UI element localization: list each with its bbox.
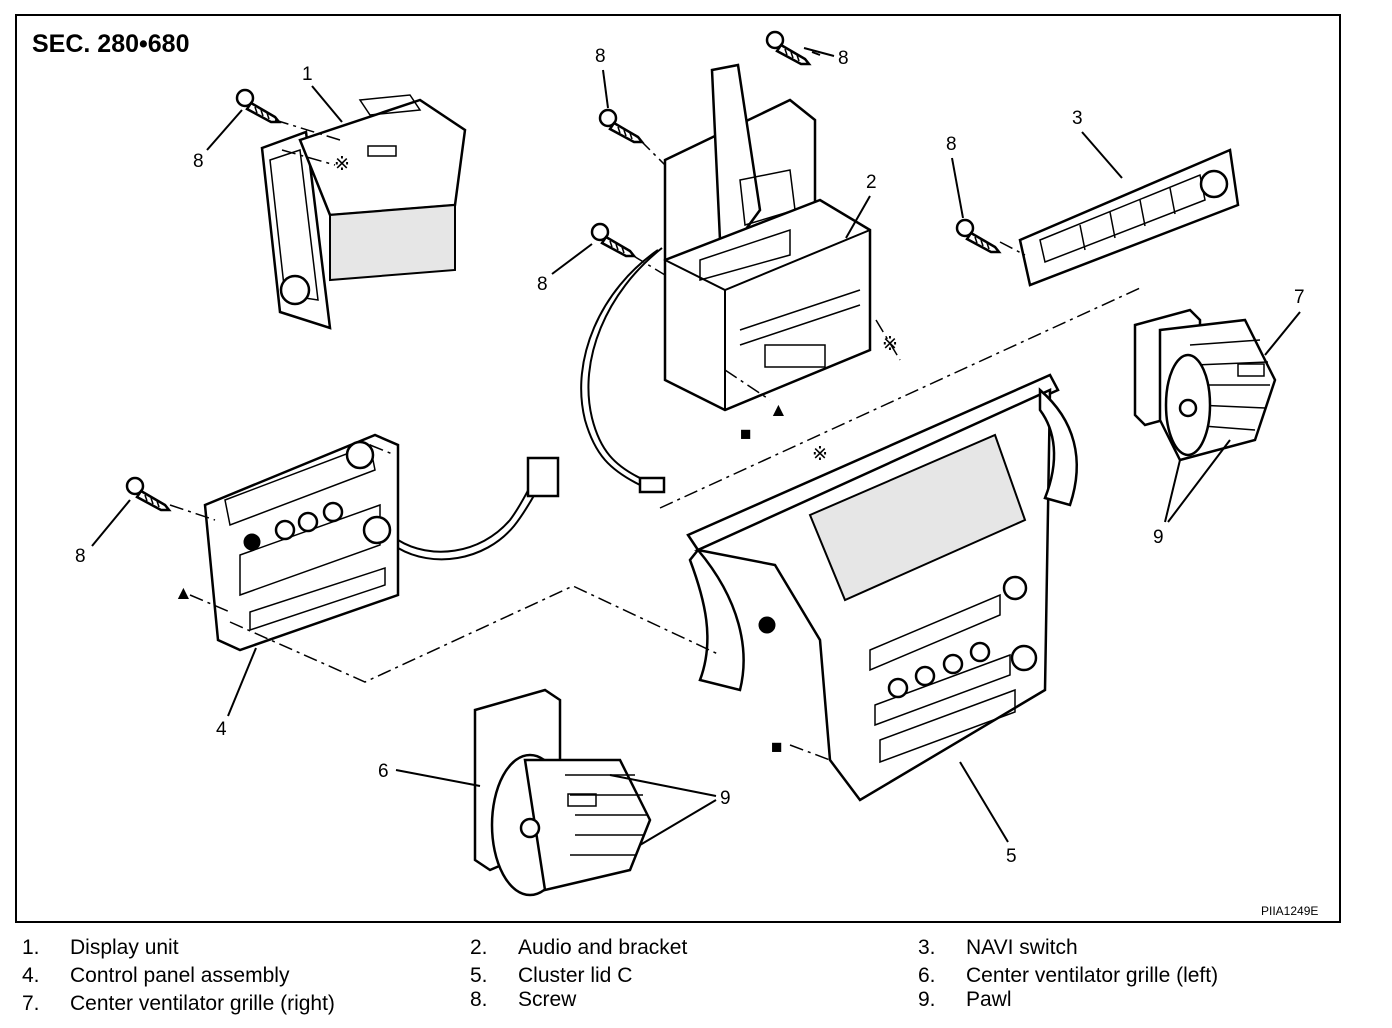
legend-number: 9. (918, 988, 936, 1011)
callout-4: 4 (216, 719, 227, 740)
center-ventilator-grille-left-drawing (473, 688, 652, 897)
legend-item-9: 9. Pawl (918, 988, 1012, 1012)
legend-item-8: 8. Screw (470, 988, 576, 1012)
legend-item-3: 3. NAVI switch (918, 936, 1078, 960)
triangle-mark-4: ▲ (174, 583, 193, 604)
callout-8-bracket-top: 8 (595, 46, 606, 67)
square-mark-5: ■ (771, 737, 782, 758)
reference-mark-1: ※ (334, 154, 350, 175)
legend-label: Cluster lid C (518, 964, 633, 987)
callout-9-right: 9 (1153, 527, 1164, 548)
audio-and-bracket-drawing (663, 63, 872, 412)
legend-item-4: 4. Control panel assembly (22, 964, 289, 988)
legend-number: 4. (22, 964, 40, 987)
callout-3: 3 (1072, 108, 1083, 129)
legend-number: 6. (918, 964, 936, 987)
figure-code: PIIA1249E (1261, 904, 1318, 918)
callout-2: 2 (866, 172, 877, 193)
legend-number: 3. (918, 936, 936, 959)
callout-8-bracket-right: 8 (838, 48, 849, 69)
legend-item-5: 5. Cluster lid C (470, 964, 632, 988)
legend-number: 5. (470, 964, 488, 987)
legend-number: 7. (22, 992, 40, 1015)
legend-item-1: 1. Display unit (22, 936, 179, 960)
legend-number: 2. (470, 936, 488, 959)
callout-7: 7 (1294, 287, 1305, 308)
section-title: SEC. 280•680 (32, 30, 189, 58)
reference-mark-5: ※ (812, 444, 828, 465)
square-mark-2: ■ (740, 424, 751, 445)
legend-item-7: 7. Center ventilator grille (right) (22, 992, 335, 1016)
center-ventilator-grille-right-drawing (1133, 308, 1277, 462)
legend-number: 1. (22, 936, 40, 959)
navi-switch-drawing (1018, 148, 1240, 287)
diagram-frame (15, 14, 1341, 923)
control-panel-assembly-drawing (203, 433, 400, 652)
cluster-lid-c-drawing (686, 373, 1078, 802)
callout-8-control: 8 (75, 546, 86, 567)
callout-8-display: 8 (193, 151, 204, 172)
legend-label: Control panel assembly (70, 964, 290, 987)
display-unit-drawing (260, 94, 467, 330)
legend-item-2: 2. Audio and bracket (470, 936, 687, 960)
triangle-mark-2: ▲ (769, 400, 788, 421)
legend-label: NAVI switch (966, 936, 1078, 959)
legend-item-6: 6. Center ventilator grille (left) (918, 964, 1218, 988)
legend-label: Display unit (70, 936, 179, 959)
legend-label: Audio and bracket (518, 936, 688, 959)
legend-label: Screw (518, 988, 577, 1011)
legend-number: 8. (470, 988, 488, 1011)
callout-6: 6 (378, 761, 389, 782)
callout-8-bracket-left: 8 (537, 274, 548, 295)
callout-8-navi: 8 (946, 134, 957, 155)
legend-label: Pawl (966, 988, 1012, 1011)
legend-label: Center ventilator grille (left) (966, 964, 1219, 987)
callout-1: 1 (302, 64, 313, 85)
legend-label: Center ventilator grille (right) (70, 992, 335, 1015)
callout-9-left: 9 (720, 788, 731, 809)
callout-5: 5 (1006, 846, 1017, 867)
